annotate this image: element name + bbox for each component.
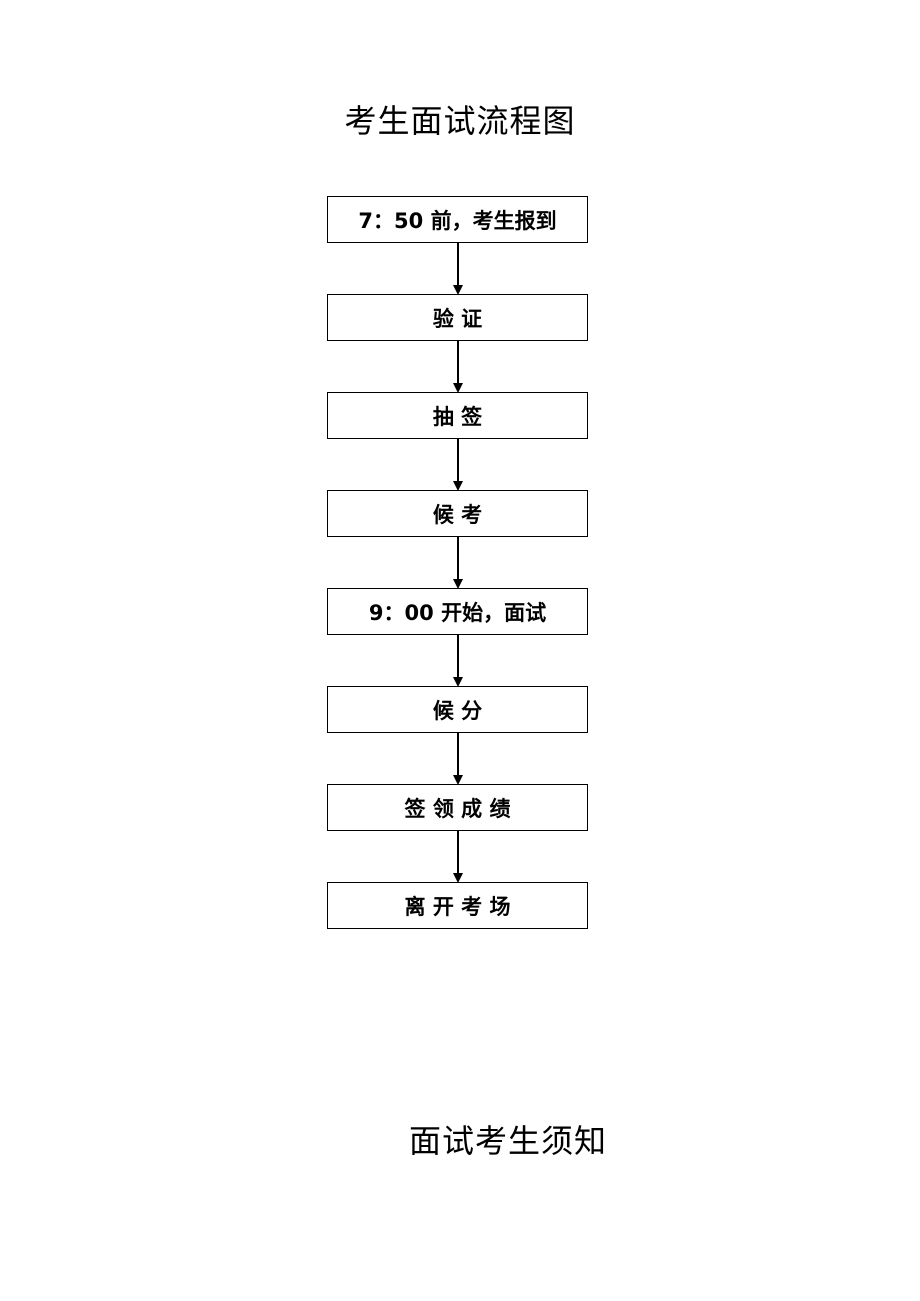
arrow-1	[453, 243, 463, 295]
arrow-3	[453, 439, 463, 491]
arrow-2	[453, 341, 463, 393]
step-verify: 验 证	[327, 294, 588, 341]
page-title: 考生面试流程图	[344, 102, 576, 140]
step-sign-score: 签 领 成 绩	[327, 784, 588, 831]
arrow-7	[453, 831, 463, 883]
step-check-in: 7：50 前，考生报到	[327, 196, 588, 243]
step-draw-lots: 抽 签	[327, 392, 588, 439]
arrow-6	[453, 733, 463, 785]
step-interview: 9：00 开始，面试	[327, 588, 588, 635]
step-wait-score: 候 分	[327, 686, 588, 733]
arrow-4	[453, 537, 463, 589]
step-leave: 离 开 考 场	[327, 882, 588, 929]
notice-title: 面试考生须知	[409, 1122, 608, 1160]
step-wait-exam: 候 考	[327, 490, 588, 537]
arrow-5	[453, 635, 463, 687]
